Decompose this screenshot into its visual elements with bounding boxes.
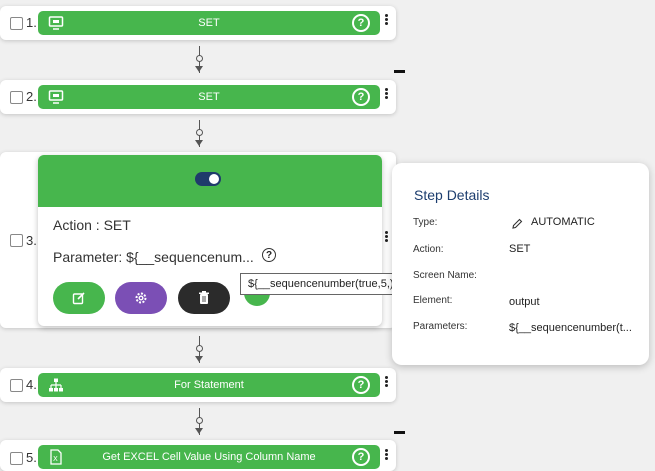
step-label: SET (198, 91, 220, 103)
edit-icon (72, 292, 85, 305)
step-number: 1. (26, 15, 37, 30)
connector-arrow (195, 336, 203, 363)
connector-arrow (195, 46, 203, 73)
step-pill[interactable]: SET ? (38, 85, 380, 109)
kebab-menu-icon[interactable] (385, 230, 389, 243)
detail-label-type: Type: (413, 217, 438, 228)
step-pill[interactable]: SET ? (38, 11, 380, 35)
step-checkbox[interactable] (10, 17, 23, 30)
monitor-icon (48, 90, 64, 104)
kebab-menu-icon[interactable] (385, 13, 389, 26)
pencil-icon (512, 218, 523, 229)
step-number: 5. (26, 450, 37, 465)
step-label: SET (198, 17, 220, 29)
collapse-dash-icon[interactable] (394, 70, 405, 73)
help-icon[interactable]: ? (352, 14, 370, 32)
step-number: 3. (26, 233, 37, 248)
step-row-1: 1. SET ? (0, 6, 396, 40)
help-icon[interactable]: ? (352, 88, 370, 106)
step-number: 4. (26, 377, 37, 392)
step-label: For Statement (174, 379, 244, 391)
help-icon[interactable]: ? (352, 376, 370, 394)
kebab-menu-icon[interactable] (385, 87, 389, 100)
step-checkbox[interactable] (10, 379, 23, 392)
detail-label-screen-name: Screen Name: (413, 270, 477, 281)
step-row-5: 5. X Get EXCEL Cell Value Using Column N… (0, 440, 396, 471)
card-header (38, 155, 382, 207)
monitor-icon (48, 16, 64, 30)
connector-arrow (195, 408, 203, 435)
edit-button[interactable] (53, 282, 105, 314)
svg-text:X: X (53, 455, 58, 463)
step-checkbox[interactable] (10, 91, 23, 104)
kebab-menu-icon[interactable] (385, 375, 389, 388)
kebab-menu-icon[interactable] (385, 448, 389, 461)
step-pill[interactable]: X Get EXCEL Cell Value Using Column Name… (38, 445, 380, 469)
gear-icon (135, 292, 147, 304)
step-details-title: Step Details (414, 187, 490, 203)
parameter-text: Parameter: ${__sequencenum... (53, 249, 254, 265)
detail-label-element: Element: (413, 295, 453, 306)
detail-label-action: Action: (413, 244, 444, 255)
detail-value-parameters: ${__sequencenumber(t... (509, 322, 632, 334)
settings-button[interactable] (115, 282, 167, 314)
excel-file-icon: X (50, 449, 62, 465)
delete-button[interactable] (178, 282, 230, 314)
step-label: Get EXCEL Cell Value Using Column Name (102, 451, 316, 463)
trash-icon (199, 291, 209, 304)
expanded-step-card: Action : SET Parameter: ${__sequencenum.… (38, 155, 382, 326)
action-text: Action : SET (53, 217, 131, 233)
help-icon[interactable]: ? (262, 248, 276, 262)
step-checkbox[interactable] (10, 452, 23, 465)
parameter-tooltip: ${__sequencenumber(true,5,)} (240, 273, 406, 295)
detail-value-action: SET (509, 243, 531, 255)
detail-value-element: output (509, 296, 540, 308)
step-number: 2. (26, 89, 37, 104)
detail-label-parameters: Parameters: (413, 321, 468, 332)
detail-value-type: AUTOMATIC (531, 216, 595, 228)
hierarchy-icon (49, 378, 63, 392)
connector-arrow (195, 120, 203, 147)
step-row-4: 4. For Statement ? (0, 368, 396, 402)
collapse-dash-icon[interactable] (394, 431, 405, 434)
enable-toggle[interactable] (195, 172, 221, 186)
step-checkbox[interactable] (10, 234, 23, 247)
step-row-2: 2. SET ? (0, 80, 396, 114)
step-pill[interactable]: For Statement ? (38, 373, 380, 397)
help-icon[interactable]: ? (352, 448, 370, 466)
step-details-panel: Step Details Type: AUTOMATIC Action: SET… (392, 163, 649, 365)
